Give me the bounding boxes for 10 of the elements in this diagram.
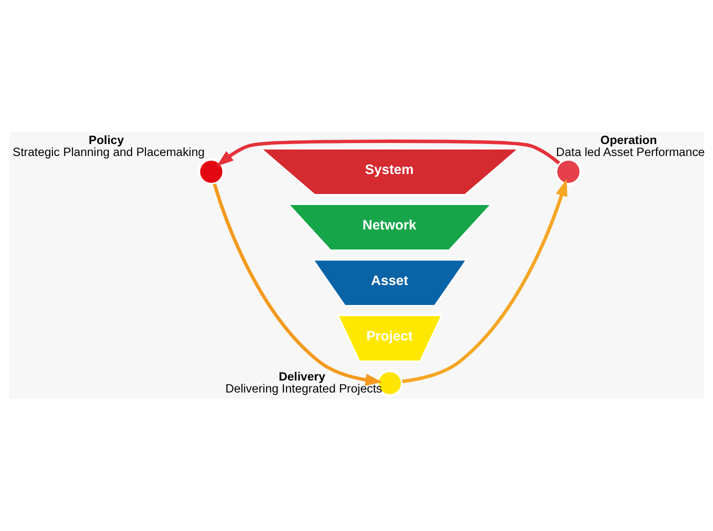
arrow [212, 183, 383, 386]
node-circle [554, 158, 582, 186]
node-label: Strategic Planning and Placemaking [12, 145, 205, 160]
node-label: Policy [88, 133, 124, 148]
node-circle [198, 158, 225, 186]
arrow [216, 140, 560, 166]
node-label: Delivery [278, 369, 326, 384]
arrow [402, 178, 568, 384]
node-label: Data led Asset Performance [556, 145, 705, 160]
node-label: Operation [600, 133, 657, 148]
